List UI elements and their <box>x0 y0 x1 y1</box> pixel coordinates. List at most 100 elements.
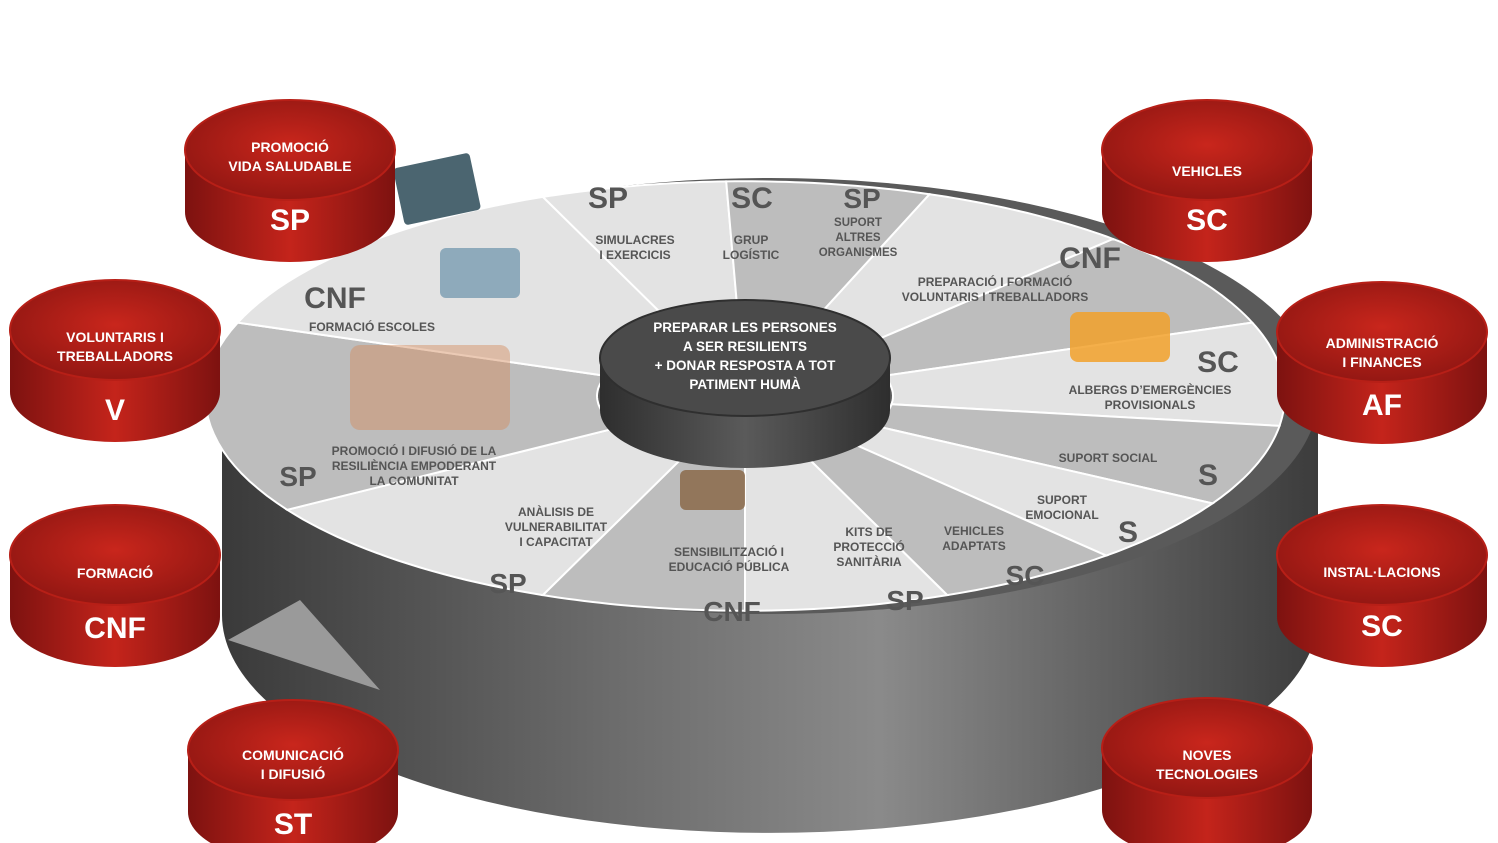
text-line: FORMACIÓ ESCOLES <box>309 319 435 334</box>
pedestal-label: ADMINISTRACIÓ I FINANCES <box>1326 334 1439 370</box>
segment-code: SC <box>1006 560 1045 591</box>
text-line: KITS DE <box>845 525 892 539</box>
text-line: PREPARACIÓ I FORMACIÓ <box>918 274 1072 289</box>
text-line: PREPARAR LES PERSONES <box>653 320 837 335</box>
text-line: EDUCACIÓ PÚBLICA <box>669 559 790 574</box>
paper-plane-illustration <box>228 600 380 690</box>
text-line: PROVISIONALS <box>1105 398 1196 412</box>
center-title: PREPARAR LES PERSONES A SER RESILIENTS + D… <box>653 320 837 392</box>
segment-13: CNF FORMACIÓ ESCOLES <box>304 282 435 334</box>
text-line: ALTRES <box>835 232 880 244</box>
pedestal-top <box>1101 697 1313 799</box>
segment-label: SUPORT SOCIAL <box>1059 451 1158 465</box>
text-line: TECNOLOGIES <box>1156 766 1258 782</box>
pedestal-code: AF <box>1362 389 1402 422</box>
segment-3: SP SUPORT ALTRES ORGANISMES <box>819 183 898 259</box>
pedestal-code: SP <box>270 204 310 237</box>
text-line: LOGÍSTIC <box>723 247 780 262</box>
text-line: LA COMUNITAT <box>369 474 459 488</box>
text-line: VIDA SALUDABLE <box>228 158 351 174</box>
pedestal-label: FORMACIÓ <box>77 564 153 581</box>
segment-code: SP <box>843 183 880 214</box>
text-line: INSTAL·LACIONS <box>1323 564 1440 580</box>
text-line: COMUNICACIÓ <box>242 746 344 763</box>
pedestal-top <box>1276 504 1488 606</box>
text-line: I CAPACITAT <box>519 535 593 549</box>
text-line: ADMINISTRACIÓ <box>1326 334 1439 351</box>
text-line: VOLUNTARIS I <box>66 329 164 345</box>
pedestal-label: VEHICLES <box>1172 163 1242 179</box>
segment-code: S <box>1198 459 1218 492</box>
text-line: NOVES <box>1182 747 1231 763</box>
pedestal-8: NOVES TECNOLOGIES <box>1101 697 1313 843</box>
text-line: PROMOCIÓ <box>251 138 329 155</box>
pedestals: PROMOCIÓ VIDA SALUDABLE SP VOLUNTARIS I TREB… <box>9 99 1488 843</box>
text-line: PATIMENT HUMÀ <box>689 377 800 392</box>
illustration-placeholders <box>350 153 1170 510</box>
classroom-illustration <box>440 248 520 298</box>
pedestal-top <box>187 699 399 801</box>
text-line: SIMULACRES <box>595 233 674 247</box>
text-line: VULNERABILITAT <box>505 520 608 534</box>
pedestal-label: VOLUNTARIS I TREBALLADORS <box>57 329 173 364</box>
garden-illustration <box>680 470 745 510</box>
text-line: VEHICLES <box>1172 163 1242 179</box>
pedestal-top <box>9 279 221 381</box>
pedestal-label: PROMOCIÓ VIDA SALUDABLE <box>228 138 351 174</box>
text-line: SUPORT <box>834 217 882 229</box>
pedestal-top <box>184 99 396 201</box>
text-line: I FINANCES <box>1342 354 1421 370</box>
hub-top <box>599 299 891 417</box>
text-line: ORGANISMES <box>819 247 898 259</box>
segment-code: CNF <box>1059 242 1121 275</box>
pedestal-code: ST <box>274 808 312 841</box>
text-line: ADAPTATS <box>942 539 1006 553</box>
text-line: A SER RESILIENTS <box>683 339 807 354</box>
text-line: EMOCIONAL <box>1025 508 1098 522</box>
pedestal-7: INSTAL·LACIONS SC <box>1276 504 1488 667</box>
text-line: VEHICLES <box>944 524 1004 538</box>
pedestal-3: FORMACIÓ CNF <box>9 504 221 667</box>
segment-code: SP <box>886 585 923 616</box>
center-hub: PREPARAR LES PERSONES A SER RESILIENTS + D… <box>599 299 891 468</box>
segment-code: SP <box>279 461 316 492</box>
pedestal-code: CNF <box>84 612 146 645</box>
pedestal-top <box>1101 99 1313 201</box>
text-line: FORMACIÓ <box>77 564 153 581</box>
text-line: SENSIBILITZACIÓ I <box>674 544 784 559</box>
text-line: PROTECCIÓ <box>833 539 904 554</box>
bed-illustration <box>1070 312 1170 362</box>
text-line: TREBALLADORS <box>57 348 173 364</box>
text-line: RESILIÈNCIA EMPODERANT <box>332 458 497 473</box>
text-line: VOLUNTARIS I TREBALLADORS <box>902 290 1088 304</box>
text-line: SANITÀRIA <box>836 554 902 569</box>
segment-code: CNF <box>703 596 761 627</box>
segment-code: CNF <box>304 282 366 315</box>
pedestal-code: SC <box>1186 204 1228 237</box>
segment-code: SP <box>489 568 526 599</box>
segment-code: SP <box>588 182 628 215</box>
segment-label: FORMACIÓ ESCOLES <box>309 319 435 334</box>
chalkboard-illustration <box>393 153 481 225</box>
segment-6: S SUPORT SOCIAL <box>1059 451 1218 492</box>
pedestal-code: SC <box>1361 610 1403 643</box>
text-line: SUPORT <box>1037 493 1088 507</box>
text-line: GRUP <box>734 233 769 247</box>
text-line: + DONAR RESPOSTA A TOT <box>655 358 836 373</box>
segment-code: SC <box>731 182 773 215</box>
